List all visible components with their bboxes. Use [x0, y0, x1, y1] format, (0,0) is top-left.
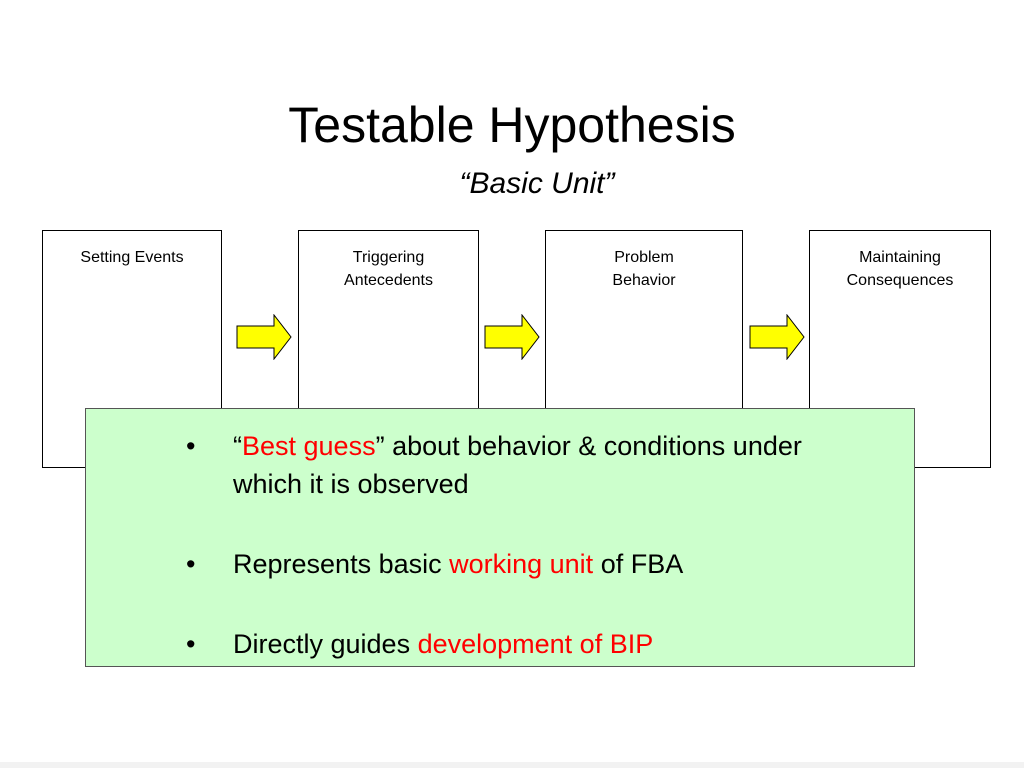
bullet-icon: • [186, 431, 196, 461]
bullet-text-pre: Represents basic [233, 549, 450, 579]
bullet-highlight: Best guess [242, 431, 376, 461]
bullet-list: • “Best guess” about behavior & conditio… [186, 427, 866, 705]
bullet-highlight: development of BIP [417, 629, 654, 659]
box-label-line: Maintaining [859, 249, 941, 266]
slide-footer-strip [0, 762, 1024, 768]
bullet-text-pre: “ [233, 431, 242, 461]
bullet-item: • Directly guides development of BIP [186, 625, 866, 663]
hypothesis-callout: • “Best guess” about behavior & conditio… [85, 408, 915, 667]
right-arrow-icon [749, 314, 805, 360]
bullet-text-pre: Directly guides [233, 629, 418, 659]
bullet-item: • Represents basic working unit of FBA [186, 545, 866, 583]
box-label-line: Behavior [612, 272, 676, 289]
box-label-line: Problem [614, 249, 674, 266]
slide-subtitle: “Basic Unit” [459, 167, 615, 200]
box-label-line: Antecedents [344, 272, 433, 289]
bullet-item: • “Best guess” about behavior & conditio… [186, 427, 866, 503]
box-label-line: Consequences [846, 272, 954, 289]
right-arrow-icon [484, 314, 540, 360]
bullet-icon: • [186, 629, 196, 659]
bullet-icon: • [186, 549, 196, 579]
right-arrow-icon [236, 314, 292, 360]
slide-title: Testable Hypothesis [288, 97, 736, 153]
box-label-line: Triggering [352, 249, 425, 266]
box-label-line: Setting Events [80, 249, 184, 266]
bullet-text-post: of FBA [593, 549, 684, 579]
bullet-highlight: working unit [449, 549, 594, 579]
bullet-text-post: ” about behavior & conditions under whic… [233, 431, 802, 499]
